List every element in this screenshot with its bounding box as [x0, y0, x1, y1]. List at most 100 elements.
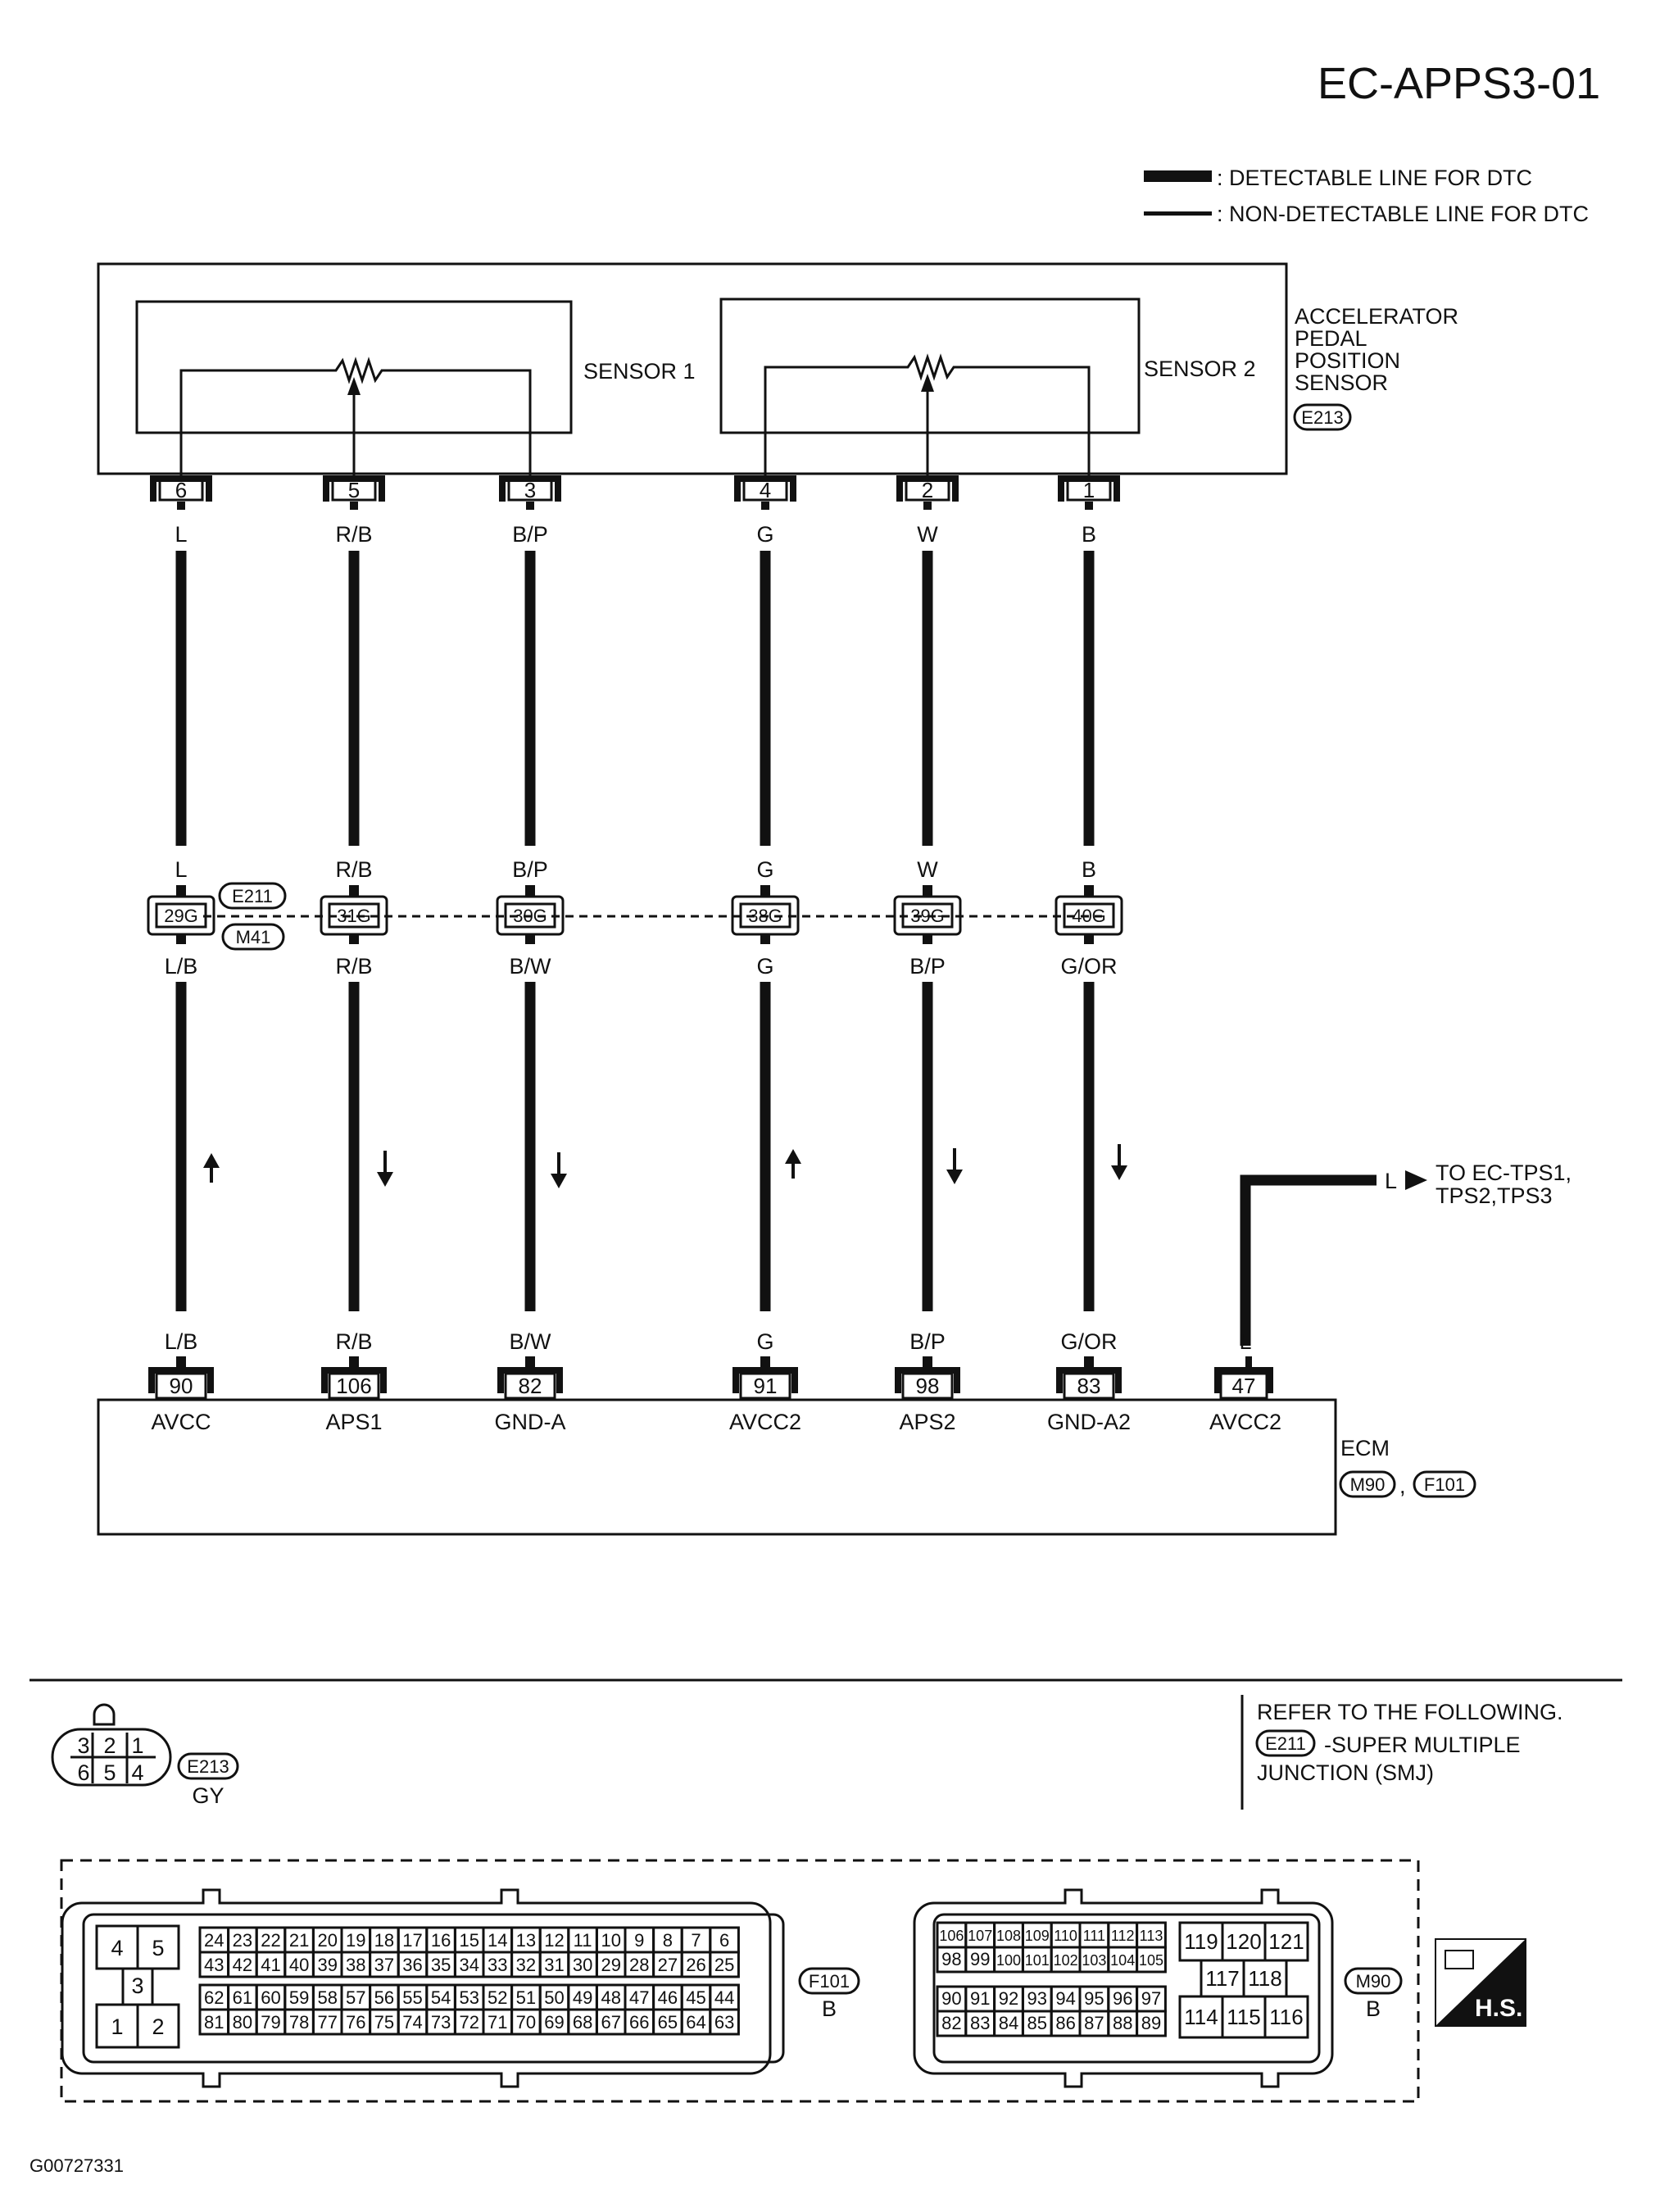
f101-pin: 80 [233, 2012, 252, 2033]
legend-non-detectable-text: : NON-DETECTABLE LINE FOR DTC [1217, 202, 1589, 226]
m90-pin: 94 [1055, 1988, 1075, 2009]
sensor-pin: 2 [922, 478, 933, 502]
e213-pin: 1 [131, 1733, 143, 1758]
lower-wire-color: G [756, 954, 773, 979]
f101-pin: 75 [374, 2012, 394, 2033]
m90-id: M90 [1356, 1971, 1391, 1992]
sensor-pin: 4 [760, 478, 771, 502]
extra-ecm-pin: 47 [1232, 1374, 1256, 1398]
ecm-pin: 82 [519, 1374, 542, 1398]
sensor2-wiper-arrow [921, 374, 934, 392]
f101-pin: 9 [634, 1930, 644, 1951]
f101-pin: 27 [658, 1955, 678, 1975]
extra-to-line-2: TPS2,TPS3 [1435, 1183, 1553, 1208]
f101-pin: 19 [346, 1930, 365, 1951]
f101-pin: 37 [374, 1955, 394, 1975]
f101-connector-label: F101 [1424, 1474, 1465, 1495]
sensor-label-line-3: POSITION [1295, 348, 1400, 373]
ecm-pin-stub [525, 1356, 535, 1368]
f101-pin: 42 [233, 1955, 252, 1975]
e213-face-color: GY [192, 1783, 224, 1808]
ecm-pin-box [328, 1372, 380, 1400]
lower-wire-color-near-ecm: B/W [510, 1329, 552, 1354]
ecm-pin-box [1063, 1372, 1115, 1400]
f101-outline [61, 1888, 772, 2088]
ecm-label: ECM [1340, 1436, 1390, 1460]
junction-row: E211 M41 [203, 882, 1102, 951]
sensor-label-line-1: ACCELERATOR [1295, 304, 1458, 329]
f101-pin: 39 [317, 1955, 337, 1975]
extra-avcc2-line: L TO EC-TPS1, TPS2,TPS3 L 47 AVCC2 [1209, 1161, 1572, 1434]
e213-face-badge [177, 1752, 239, 1780]
f101-pin: 79 [261, 2012, 280, 2033]
sensor-pin-bracket [150, 475, 212, 502]
f101-pin: 63 [714, 2012, 734, 2033]
junction-stub-top [760, 885, 770, 897]
refer-line-2: -SUPER MULTIPLE [1324, 1733, 1521, 1757]
m90-pin: 111 [1083, 1928, 1105, 1944]
f101-pin: 41 [261, 1955, 280, 1975]
m90-pin: 88 [1113, 2013, 1132, 2033]
current-arrow-down [1111, 1165, 1127, 1180]
e213-pin: 5 [103, 1760, 116, 1785]
lower-wire-color: L/B [165, 954, 198, 979]
m90-pin: 93 [1027, 1988, 1047, 2009]
m90-pin-cell [1136, 2010, 1167, 2037]
upper-wire-color: R/B [335, 522, 372, 547]
m90-pin: 86 [1055, 2013, 1075, 2033]
legend-detectable-swatch [1144, 170, 1212, 182]
junction-stub-top [1084, 885, 1094, 897]
f101-pin: 64 [686, 2012, 705, 2033]
f101-pin: 68 [573, 2012, 592, 2033]
legend-non-detectable-swatch [1144, 211, 1212, 216]
f101-power-pin: 1 [111, 2014, 123, 2039]
sensor-pin-box [742, 479, 788, 502]
f101-pin: 59 [289, 1987, 309, 2008]
sensor-outer-box [97, 262, 1288, 475]
current-arrow-down [377, 1172, 393, 1187]
f101-pin: 74 [402, 2012, 422, 2033]
m90-pin: 102 [1054, 1952, 1078, 1969]
upper-wire-color-near-junction: B [1082, 857, 1096, 882]
junction-stub-bottom [525, 934, 535, 944]
m90-pin: 91 [970, 1988, 990, 2009]
m90-pin: 85 [1027, 2013, 1047, 2033]
extra-wire-stub [1245, 1356, 1252, 1369]
sensor2-label: SENSOR 2 [1144, 357, 1256, 381]
accelerator-pedal-position-sensor: SENSOR 1 SENSOR 2 ACCELERATOR PEDAL POSI… [97, 262, 1458, 475]
f101-pin: 12 [544, 1930, 564, 1951]
extra-pin-box [1219, 1372, 1268, 1400]
f101-pin: 33 [488, 1955, 507, 1975]
f101-id: F101 [809, 1971, 850, 1992]
ecm-pin: 106 [336, 1374, 371, 1398]
f101-pin: 30 [573, 1955, 592, 1975]
f101-pin: 62 [204, 1987, 224, 2008]
m90-big-pin: 119 [1184, 1929, 1218, 1954]
m90-pin: 83 [970, 2013, 990, 2033]
m90-pin: 101 [1025, 1952, 1050, 1969]
m90-big-block-bottom [1178, 1995, 1309, 2039]
upper-wire-color-near-junction: R/B [335, 857, 372, 882]
f101-pin: 73 [431, 2012, 451, 2033]
e211-connector-badge [218, 882, 287, 910]
legend-detectable-text: : DETECTABLE LINE FOR DTC [1217, 166, 1532, 190]
f101-power-pin: 5 [152, 1936, 164, 1960]
sensor-pin-stub [923, 502, 932, 510]
car-icon [1445, 1950, 1474, 1969]
f101-pin: 78 [289, 2012, 309, 2033]
page-title: EC-APPS3-01 [1318, 59, 1600, 108]
junction-stub-bottom [1084, 934, 1094, 944]
sensor-pin-stub [350, 502, 358, 510]
f101-pin: 53 [459, 1987, 478, 2008]
f101-pin: 10 [601, 1930, 620, 1951]
e213-face-key [93, 1703, 116, 1726]
m90-big-pin: 118 [1248, 1966, 1281, 1991]
m90-pin: 106 [939, 1928, 964, 1944]
current-arrow-down [551, 1174, 567, 1188]
